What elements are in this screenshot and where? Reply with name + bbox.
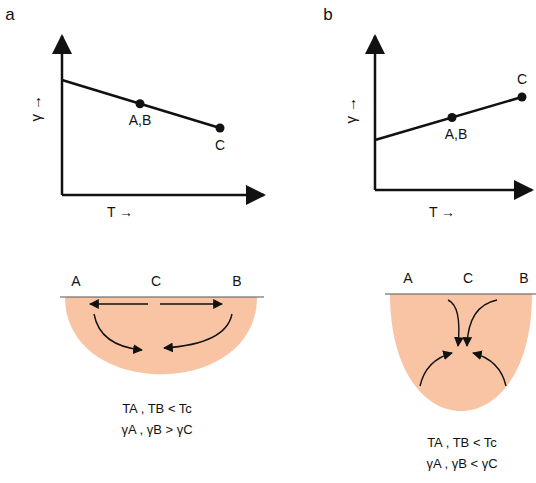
melt-pool (390, 294, 532, 411)
point (518, 93, 527, 102)
panel-letter: a (5, 6, 14, 25)
position-label: C (151, 274, 161, 289)
graph-b (375, 36, 532, 190)
point-label: C (517, 72, 527, 87)
axis-label: γ → (343, 97, 360, 124)
flow-arrow (160, 303, 222, 304)
flow-arrows (90, 304, 232, 350)
graph-a (62, 36, 264, 195)
x-axis (375, 189, 532, 192)
point-label: A,B (445, 127, 468, 142)
surface-line (60, 296, 264, 297)
flow-arrow (90, 303, 148, 304)
position-label: B (519, 271, 528, 286)
point-label: C (215, 138, 225, 153)
position-label: A (71, 274, 80, 289)
point (448, 113, 457, 122)
axis-label: T → (429, 205, 455, 220)
condition-text: TA , TB < Tc (427, 436, 497, 450)
condition-text: TA , TB < Tc (122, 402, 192, 416)
flow-arrow (164, 314, 232, 348)
condition-text: γA , γB < γC (426, 457, 497, 471)
melt-pool (65, 297, 257, 374)
trend-line (62, 80, 220, 128)
y-axis (61, 36, 64, 195)
position-label: A (403, 271, 412, 286)
surface-line (385, 293, 536, 294)
flow-arrow (420, 353, 452, 386)
x-axis (62, 194, 264, 197)
point (216, 124, 225, 133)
flow-arrows (420, 300, 506, 386)
axis-label: γ → (28, 95, 45, 122)
flow-arrow (473, 353, 506, 386)
y-axis (374, 36, 377, 190)
position-label: B (232, 274, 241, 289)
position-label: C (463, 271, 473, 286)
point (136, 99, 145, 108)
flow-arrow (467, 300, 497, 346)
condition-text: γA , γB > γC (121, 423, 192, 437)
axis-label: T → (107, 205, 133, 220)
panel-letter: b (323, 6, 332, 25)
point-label: A,B (129, 113, 152, 128)
flow-arrow (448, 300, 459, 346)
flow-arrow (94, 314, 142, 350)
